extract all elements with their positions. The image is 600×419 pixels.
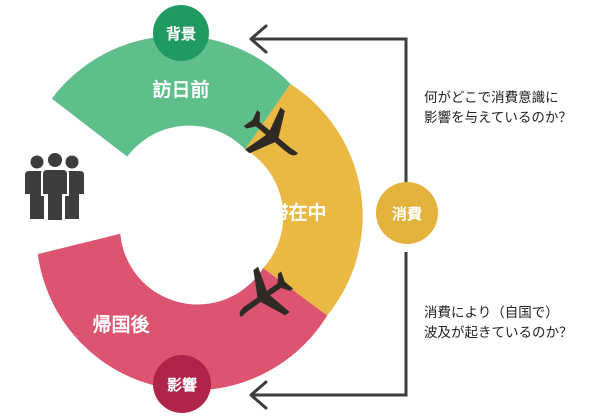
ring-label-after: 帰国後 — [92, 313, 150, 336]
ring-segment-before — [51, 35, 291, 157]
ring-label-before: 訪日前 — [152, 78, 209, 101]
question-top: 何がどこで消費意識に 影響を与えているのか？ — [424, 88, 572, 128]
question-top-line1: 何がどこで消費意識に — [424, 90, 559, 106]
people-group-icon — [25, 153, 84, 222]
question-bottom-line1: 消費により（自国で） — [424, 305, 559, 321]
background-badge — [153, 5, 209, 61]
impact-badge-label: 影響 — [167, 376, 197, 394]
arrow-top-line — [252, 37, 408, 194]
question-top-line2: 影響を与えているのか？ — [424, 110, 572, 126]
arrow-left-icon — [249, 380, 268, 410]
background-badge-label: 背景 — [166, 25, 196, 43]
impact-badge — [153, 355, 211, 413]
question-bottom-line2: 波及が起きているのか？ — [424, 325, 573, 341]
ring-segment-after — [37, 233, 328, 391]
ring-label-during: 滞在中 — [269, 201, 326, 224]
question-bottom: 消費により（自国で） 波及が起きているのか？ — [424, 303, 573, 343]
arrow-left-icon — [249, 24, 268, 54]
consumption-badge — [376, 182, 438, 244]
consumption-badge-label: 消費 — [392, 205, 422, 223]
arrow-bottom-line — [252, 252, 408, 397]
